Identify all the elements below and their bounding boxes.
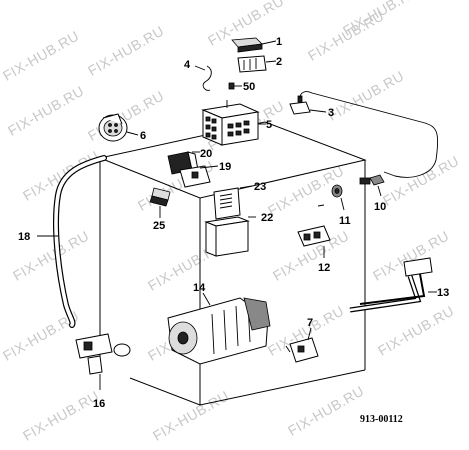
callout-2: 2	[276, 56, 282, 68]
callout-13: 13	[437, 287, 449, 299]
pressure-hose	[37, 155, 107, 328]
callout-6: 6	[140, 130, 146, 142]
callout-23: 23	[254, 181, 266, 193]
callout-50: 50	[243, 81, 255, 93]
callout-16: 16	[93, 398, 105, 410]
pin	[228, 82, 242, 90]
callout-14: 14	[193, 282, 206, 294]
motor-control-module	[204, 216, 256, 257]
programme-timer	[201, 100, 266, 146]
motor	[167, 292, 271, 365]
module-cover	[213, 185, 253, 220]
indicator-lamp	[331, 184, 345, 211]
callout-19: 19	[219, 161, 231, 173]
callout-7: 7	[307, 317, 313, 329]
thermal-sensor	[359, 174, 385, 197]
callout-22: 22	[261, 212, 273, 224]
pressure-switch	[289, 91, 439, 178]
callout-4: 4	[184, 59, 191, 71]
callout-10: 10	[374, 201, 386, 213]
heating-element	[349, 257, 437, 313]
water-inlet-valve	[75, 333, 131, 390]
callout-5: 5	[266, 119, 272, 131]
door-interlock	[179, 165, 219, 188]
push-button-switch	[297, 225, 331, 258]
callout-1: 1	[276, 36, 282, 48]
switch-knob	[231, 37, 277, 53]
callout-12: 12	[318, 262, 330, 274]
cabinet-outline	[98, 121, 367, 406]
callout-20: 20	[200, 148, 212, 160]
switch-contact-block	[237, 55, 277, 73]
callout-11: 11	[339, 215, 351, 227]
wire-clip	[194, 65, 212, 91]
leader-lines	[126, 131, 325, 207]
callout-3: 3	[328, 107, 334, 119]
callout-labels: 1 2 3 4 5 6 7 10 11 12 13 14 16 18 19 20…	[18, 36, 449, 410]
callout-25: 25	[153, 220, 165, 232]
callout-18: 18	[18, 231, 30, 243]
capacitor	[149, 187, 171, 218]
thermostat	[285, 327, 319, 363]
drain-pump	[98, 113, 139, 142]
reference-code: 913-00112	[360, 414, 403, 425]
